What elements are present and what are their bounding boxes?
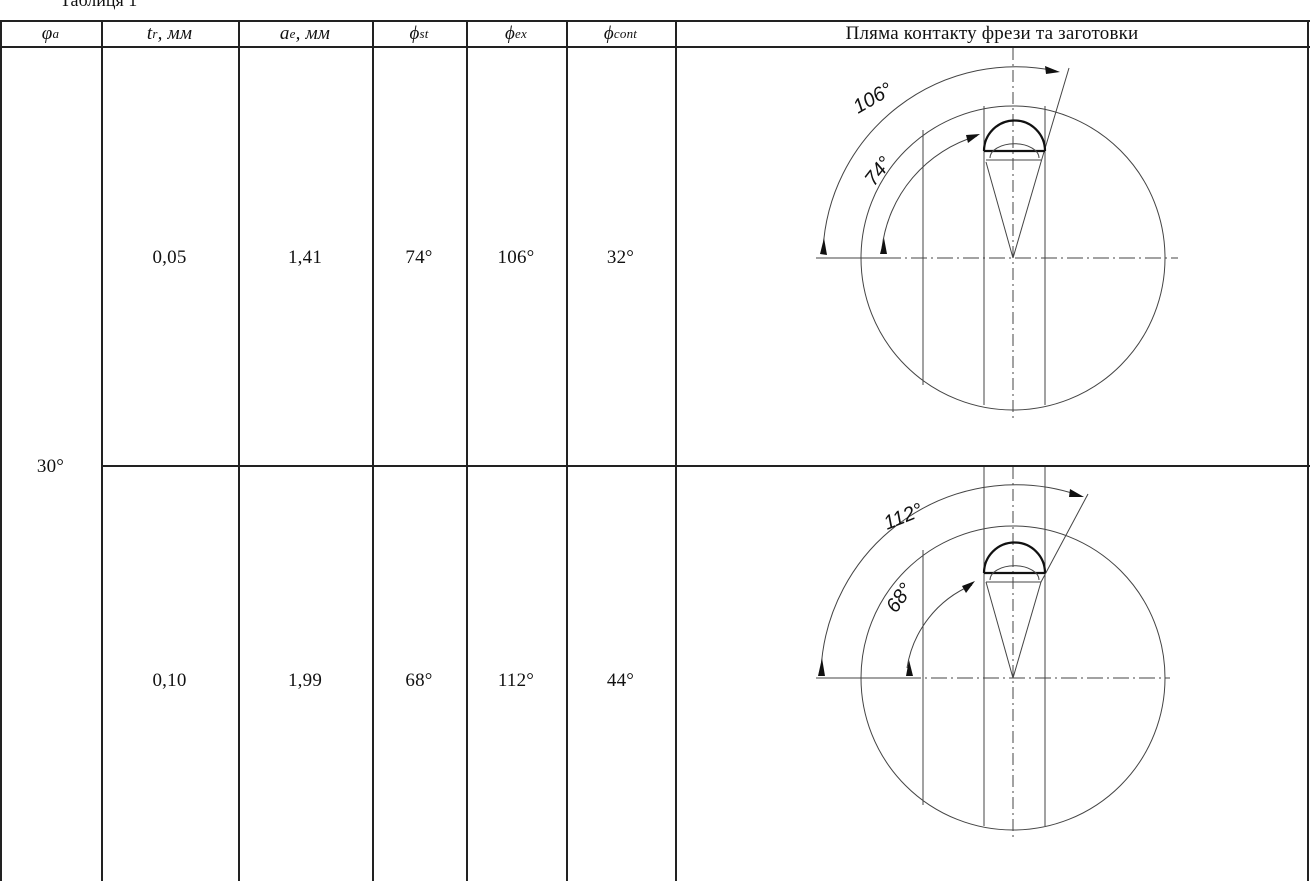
arrow-exit-left	[818, 658, 825, 676]
arrow-exit-right	[1045, 66, 1060, 74]
row2-phi-ex: 112°	[497, 670, 535, 691]
exit-angle-label: 112°	[881, 499, 926, 534]
cutter-inner-arc	[989, 143, 1040, 159]
arrow-start-left	[880, 238, 887, 254]
header-ex-sub: ex	[515, 26, 527, 41]
header-tr-sub: r	[152, 26, 158, 41]
row2-tr: 0,10	[152, 670, 187, 691]
col-divider-6	[675, 20, 677, 881]
arrow-start-right	[966, 134, 980, 143]
table-right-border	[1307, 20, 1309, 881]
col-divider-4	[466, 20, 468, 881]
header-ex-symbol: ϕ	[505, 23, 516, 44]
row2-phi-st: 68°	[405, 670, 433, 691]
row1-ae: 1,41	[287, 247, 323, 268]
row1-phi-ex: 106°	[497, 247, 535, 268]
header-cont-symbol: ϕ	[603, 23, 614, 44]
radius-line-right	[1012, 161, 1042, 259]
start-dimension-arc	[881, 135, 978, 249]
arrow-exit-left	[820, 238, 827, 255]
radius-line-right	[1012, 581, 1042, 679]
row1-phi-cont: 32°	[606, 247, 635, 268]
col-divider-1	[101, 20, 103, 881]
arrow-start-left	[906, 660, 913, 676]
cutter-inner-arc	[989, 565, 1040, 581]
row1-phi-st: 74°	[405, 247, 433, 268]
header-ae-unit: , мм	[295, 23, 331, 44]
table-left-border	[0, 20, 2, 881]
header-phi-a-sub: a	[52, 26, 60, 41]
col-divider-2	[238, 20, 240, 881]
start-angle-label: 68°	[882, 579, 917, 616]
row1-tr: 0,05	[152, 247, 187, 268]
header-tr-symbol: t	[146, 23, 153, 44]
radius-line-left	[985, 161, 1014, 259]
header-st-symbol: ϕ	[409, 23, 420, 44]
exit-dimension-arc	[822, 66, 1057, 251]
cutter-cap	[982, 541, 1047, 574]
row2-ae: 1,99	[287, 670, 323, 691]
header-ae-sub: e	[289, 26, 296, 41]
exit-radius-line	[1040, 493, 1089, 583]
header-ae-symbol: a	[279, 23, 290, 44]
header-phi-a-symbol: φ	[41, 23, 53, 44]
cutter-cap	[982, 119, 1047, 152]
radius-line-left	[985, 581, 1014, 679]
row2-phi-cont: 44°	[606, 670, 635, 691]
start-dimension-arc	[906, 584, 973, 669]
arrow-exit-right	[1069, 489, 1084, 497]
header-tr-unit: , мм	[157, 23, 193, 44]
header-contact-sketch: Пляма контакту фрези та заготовки	[845, 23, 1139, 44]
table-top-border	[0, 20, 1310, 22]
arrow-start-right	[962, 581, 975, 593]
exit-dimension-arc	[820, 484, 1079, 671]
row-divider	[101, 465, 1310, 467]
col-divider-5	[566, 20, 568, 881]
col-divider-3	[372, 20, 374, 881]
header-cont-sub: cont	[613, 26, 638, 41]
header-bottom-border	[0, 46, 1310, 48]
group-angle-cell: 30°	[36, 456, 65, 477]
header-st-sub: st	[419, 26, 429, 41]
table-caption: Таблиця 1	[60, 0, 138, 10]
